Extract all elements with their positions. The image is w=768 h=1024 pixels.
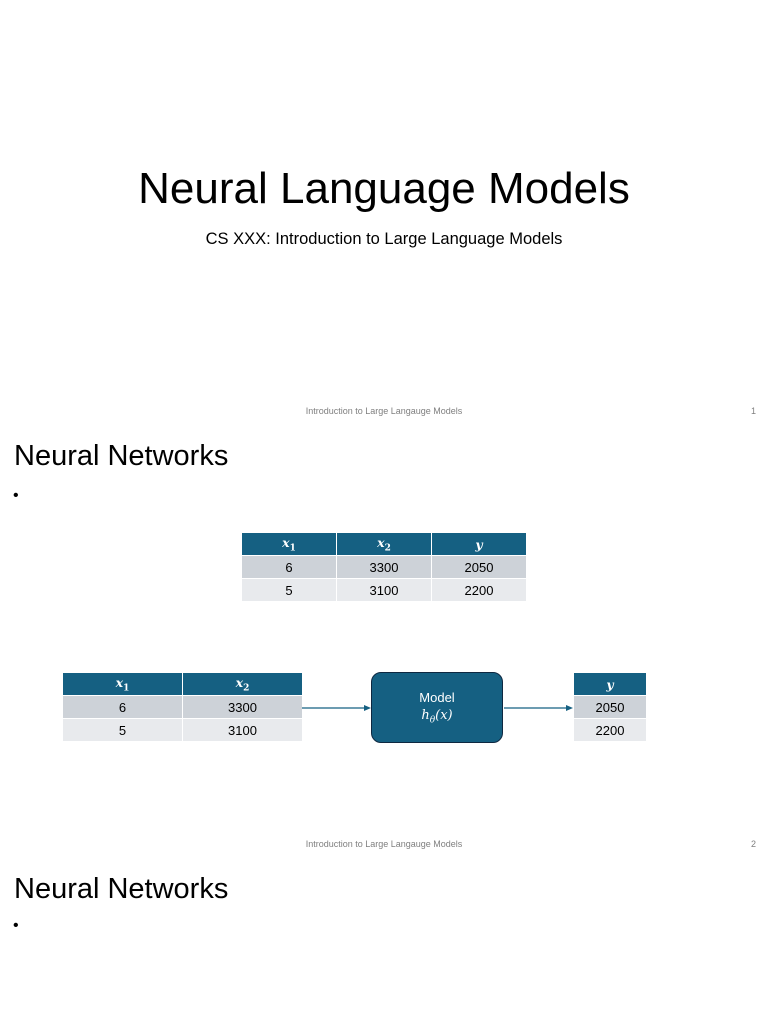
table-row: 5 3100: [63, 719, 302, 741]
slide-title: Neural Networks: [14, 873, 229, 905]
bullet-point: •: [13, 917, 19, 934]
table-cell: 3100: [337, 579, 431, 601]
model-formula: hθ(x): [421, 708, 453, 726]
column-header-y: y: [574, 673, 646, 696]
column-header-x2: x2: [337, 533, 431, 556]
slide-title: Neural Networks: [14, 440, 229, 472]
table-cell: 6: [242, 556, 336, 579]
table-cell: 3300: [183, 696, 302, 719]
table-row: 5 3100 2200: [242, 579, 526, 601]
slide-footer: Introduction to Large Langauge Models: [305, 406, 463, 416]
output-table: y 2050 2200: [573, 673, 647, 741]
table-cell: 3300: [337, 556, 431, 579]
model-box: Model hθ(x): [371, 672, 503, 743]
page-number: 1: [750, 406, 756, 416]
arrow-input-to-model: [302, 705, 371, 711]
table-cell: 5: [242, 579, 336, 601]
table-cell: 2050: [432, 556, 526, 579]
page-number: 2: [750, 839, 756, 849]
column-header-x1: x1: [242, 533, 336, 556]
model-label: Model: [419, 690, 455, 705]
slide-3: Neural Networks •: [0, 866, 768, 1024]
table-cell: 6: [63, 696, 182, 719]
table-row: 2200: [574, 719, 646, 741]
column-header-x1: x1: [63, 673, 182, 696]
input-table: x1 x2 6 3300 5 3100: [62, 673, 303, 741]
table-cell: 5: [63, 719, 182, 741]
arrow-model-to-output: [504, 705, 573, 711]
slide-footer: Introduction to Large Langauge Models: [305, 839, 463, 849]
table-row: 6 3300 2050: [242, 556, 526, 579]
bullet-point: •: [13, 487, 19, 504]
table-cell: 2200: [432, 579, 526, 601]
column-header-x2: x2: [183, 673, 302, 696]
table-cell: 2050: [574, 696, 646, 719]
column-header-y: y: [432, 533, 526, 556]
table-row: 2050: [574, 696, 646, 719]
table-row: 6 3300: [63, 696, 302, 719]
slide-1: Neural Language Models CS XXX: Introduct…: [0, 0, 768, 433]
table-cell: 3100: [183, 719, 302, 741]
slide-subtitle: CS XXX: Introduction to Large Language M…: [205, 230, 563, 248]
slide-title: Neural Language Models: [138, 164, 630, 213]
slide-2: Neural Networks • x1 x2 y 6 3300 2050 5 …: [0, 433, 768, 866]
table-cell: 2200: [574, 719, 646, 741]
data-table: x1 x2 y 6 3300 2050 5 3100 2200: [241, 533, 527, 601]
